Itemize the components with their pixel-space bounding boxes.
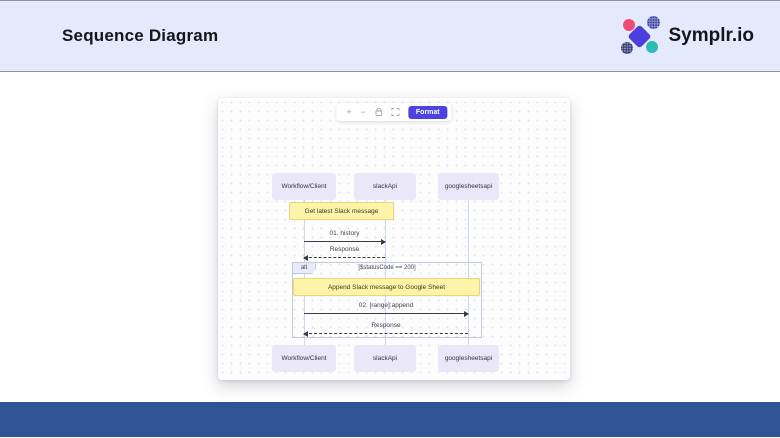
note-get-latest-slack-message: Get latest Slack message [289,202,394,220]
logo-pink-circle [623,19,636,31]
zoom-in-icon[interactable]: + [346,106,352,117]
alt-operator-label: alt [293,263,316,274]
zoom-out-icon[interactable]: − [360,106,366,117]
alt-condition-label: [$statusCode == 200] [358,265,416,271]
lock-icon[interactable] [375,108,382,116]
page-title: Sequence Diagram [62,26,219,45]
actor-bottom-slackapi: slackApi [354,345,416,372]
message-label-history: 01. history [329,230,360,237]
message-arrow-response-2 [303,330,468,337]
message-label-response-1: Response [329,246,360,253]
actor-bottom-workflow-client: Workflow/Client [272,345,336,372]
message-label-response-2: Response [371,322,401,329]
logo-teal-circle [646,41,659,53]
format-button[interactable]: Format [407,105,448,119]
alt-fragment-frame: alt [$statusCode == 200] [292,262,482,338]
symplr-logo-icon [620,16,661,56]
footer-accent-bar [0,402,780,437]
canvas-toolbar: + − Format [336,103,452,121]
message-arrow-history [304,238,386,245]
brand-logo: Symplr.io [620,16,754,56]
message-arrow-response-1 [303,254,385,261]
actor-top-slackapi: slackApi [354,173,416,200]
lifeline-googlesheetsapi [468,200,469,345]
message-label-range-append: 02. [range]:append [358,302,414,309]
actor-top-googlesheetsapi: googlesheetsapi [438,173,499,200]
actor-bottom-googlesheetsapi: googlesheetsapi [438,345,499,372]
slide-body: + − Format Workflow/Client slackApi goog… [0,72,780,402]
slide-header: Sequence Diagram Symplr.io [0,0,780,72]
fit-view-icon[interactable] [390,108,399,116]
diagram-canvas[interactable]: + − Format Workflow/Client slackApi goog… [218,98,570,380]
brand-name: Symplr.io [668,25,754,46]
actor-top-workflow-client: Workflow/Client [272,173,336,200]
message-arrow-range-append [304,310,469,317]
note-append-to-google-sheet: Append Slack message to Google Sheet [293,278,480,296]
logo-dotted-purple-circle [647,16,661,29]
logo-dotted-navy-circle [621,42,634,54]
lifeline-slackapi [385,200,386,345]
